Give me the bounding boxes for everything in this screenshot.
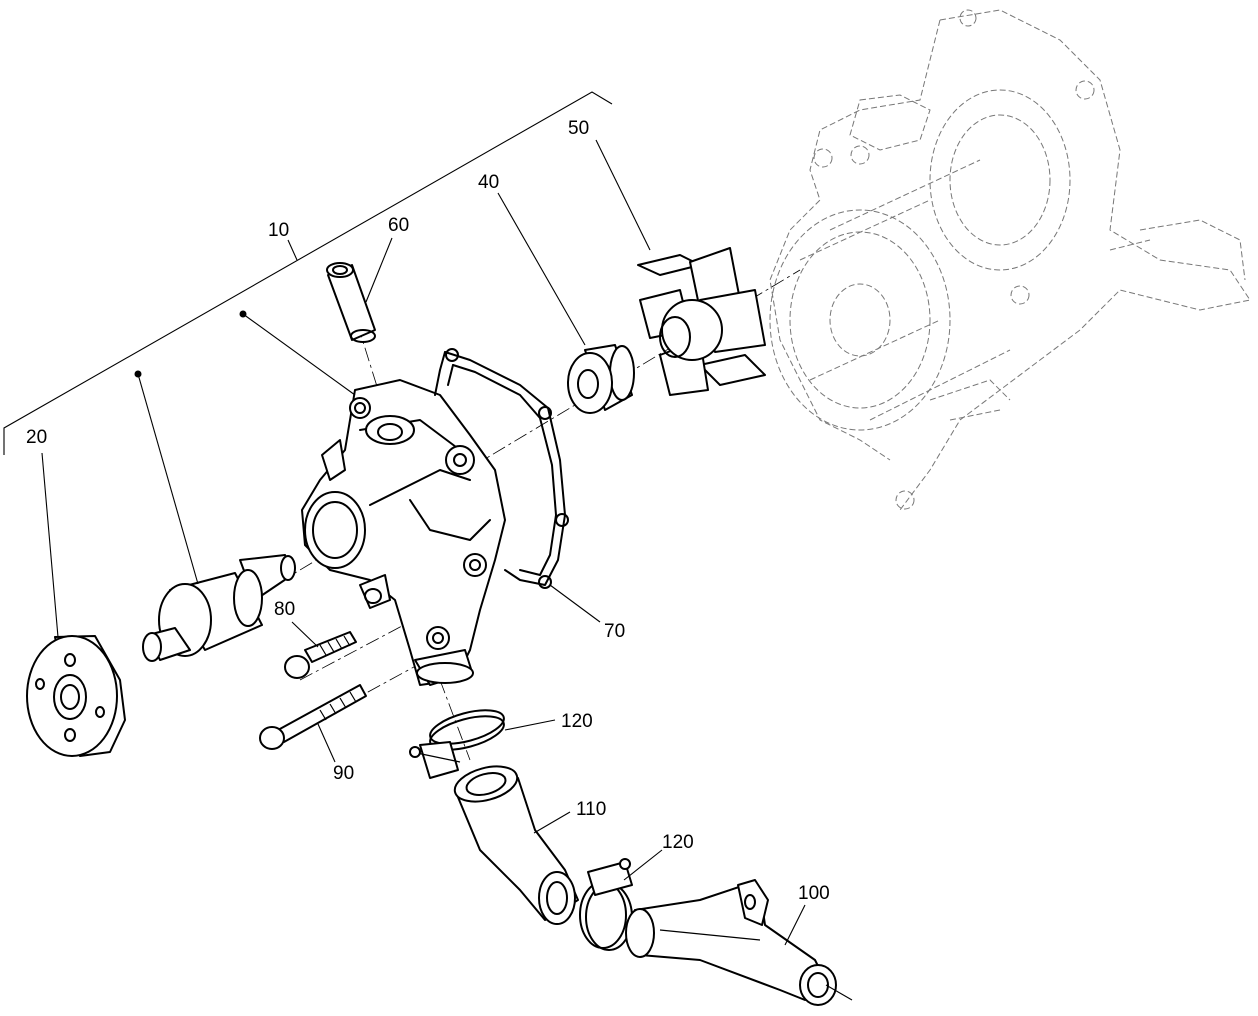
shaft-bearing (142, 554, 296, 662)
pump-body (301, 379, 506, 686)
leader-lines (41, 139, 853, 1001)
label-50: 50 (568, 118, 589, 139)
sleeve-pin (326, 262, 376, 343)
label-70: 70 (604, 621, 625, 642)
engine-housing-ghost (769, 9, 1251, 511)
label-120-upper: 120 (561, 711, 593, 732)
label-40: 40 (478, 172, 499, 193)
hose (453, 765, 579, 925)
gasket (434, 348, 569, 589)
pulley-flange (26, 635, 126, 757)
label-120-lower: 120 (662, 832, 694, 853)
label-60: 60 (388, 215, 409, 236)
seal (567, 344, 635, 414)
label-90: 90 (333, 763, 354, 784)
part-number-labels: 10 20 40 50 60 70 80 90 100 110 120 120 (26, 118, 830, 904)
label-100: 100 (798, 883, 830, 904)
label-110: 110 (576, 799, 606, 820)
water-pipe (625, 879, 837, 1006)
bolt-long (259, 684, 367, 750)
label-80: 80 (274, 599, 295, 620)
label-10: 10 (268, 220, 289, 241)
impeller (637, 247, 766, 396)
hose-clamp-upper (409, 709, 505, 779)
group-bracket-10 (3, 91, 613, 455)
label-20: 20 (26, 427, 47, 448)
bolt-short (284, 631, 357, 679)
hose-clamp-lower (579, 858, 633, 951)
